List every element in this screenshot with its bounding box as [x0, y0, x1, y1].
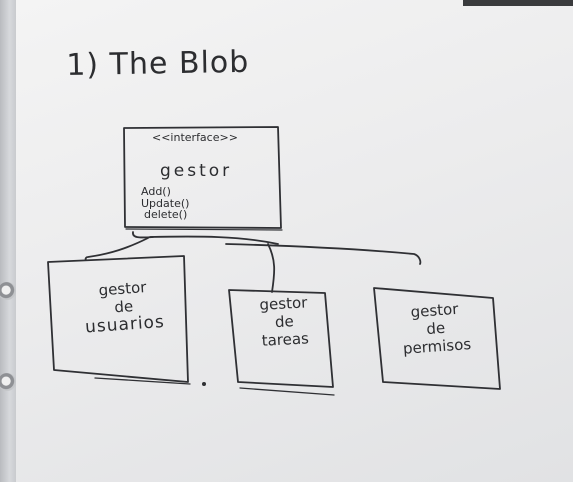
board-top-edge: [463, 0, 573, 6]
diagram-title: 1) The Blob: [66, 44, 250, 83]
usuarios-box-outline: [47, 255, 189, 383]
connector-horizontal: [225, 243, 422, 265]
interface-stereotype: <<interface>>: [152, 131, 238, 144]
interface-method: delete(): [144, 208, 188, 221]
usuarios-box-shadow: [94, 377, 191, 385]
connector-to-tareas: [267, 243, 276, 293]
ink-dot: [202, 382, 206, 386]
frame-knob: [0, 282, 16, 300]
frame-knob: [0, 373, 16, 391]
tareas-box-outline: [228, 289, 334, 388]
interface-method: Add(): [141, 185, 171, 198]
connector-trunk: [149, 235, 279, 245]
interface-name: gestor: [160, 161, 233, 181]
tareas-box-shadow: [239, 387, 335, 396]
interface-method: Update(): [141, 197, 190, 210]
class-gestor-de-permisos: gestor de permisos: [384, 298, 488, 359]
board-frame: [0, 0, 16, 482]
interface-box-outline: [123, 126, 282, 229]
class-gestor-de-usuarios: gestor de usuarios: [62, 276, 185, 338]
permisos-box-outline: [373, 287, 501, 390]
interface-box-shadow: [125, 228, 283, 231]
connector-to-usuarios: [84, 237, 149, 261]
class-gestor-de-tareas: gestor de tareas: [238, 292, 331, 351]
